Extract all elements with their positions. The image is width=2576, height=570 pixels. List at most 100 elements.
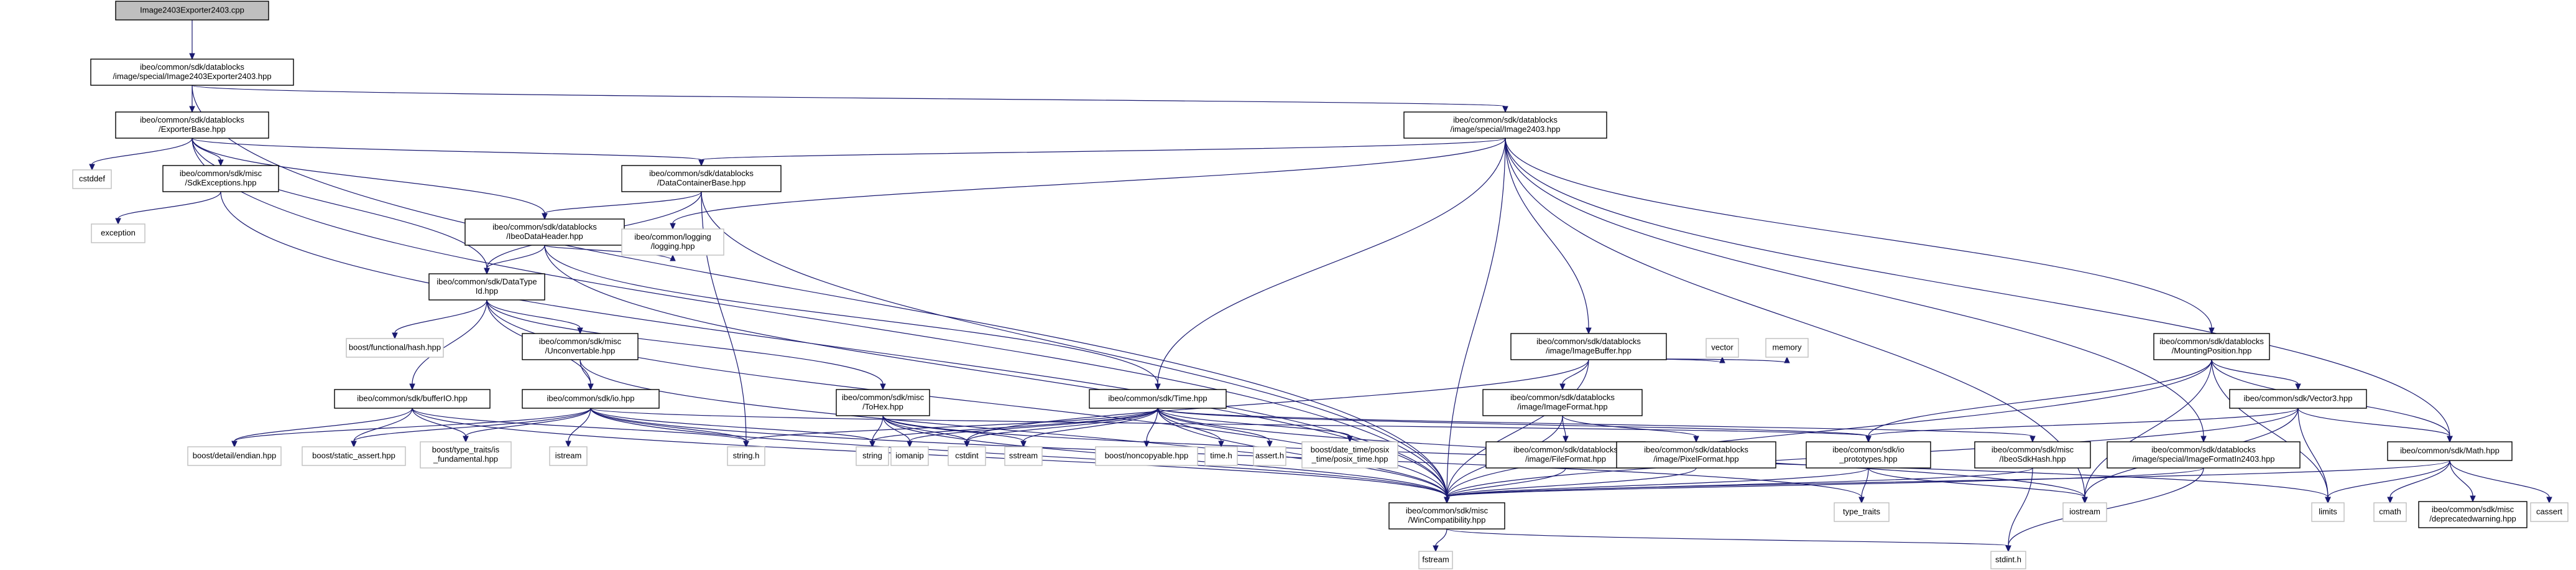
edge-line	[91, 138, 193, 165]
node-img2403[interactable]: ibeo/common/sdk/datablocks/image/special…	[1403, 111, 1607, 139]
edge-line	[1157, 408, 1350, 437]
edge-uncvt-to-sdkio	[579, 359, 594, 391]
node-label: ibeo/common/sdk/Vector3.hpp	[2244, 393, 2353, 403]
node-sdkexc[interactable]: ibeo/common/sdk/misc/SdkExceptions.hpp	[162, 165, 279, 192]
edge-arrowhead	[1433, 545, 1439, 553]
edge-line	[353, 408, 413, 442]
edge-img2403-to-dcbase	[698, 138, 1506, 167]
node-box	[1388, 502, 1505, 530]
node-box	[522, 333, 639, 360]
edge-arrowhead	[1586, 327, 1592, 335]
node-box	[1616, 441, 1776, 469]
edge-arrowhead	[670, 223, 676, 230]
node-label: iostream	[2069, 507, 2100, 516]
node-imgbuf[interactable]: ibeo/common/sdk/datablocks/image/ImageBu…	[1510, 333, 1667, 360]
edge-arrowhead	[2295, 383, 2301, 391]
edge-line	[192, 85, 1506, 107]
edge-mountpos-to-wincompat	[1444, 359, 2212, 504]
edge-line	[1505, 138, 2450, 437]
node-dcbase[interactable]: ibeo/common/sdk/datablocks/DataContainer…	[621, 165, 782, 192]
edge-line	[1446, 467, 1869, 498]
edge-line	[568, 408, 591, 442]
node-exp2403[interactable]: ibeo/common/sdk/datablocks/image/special…	[90, 58, 294, 86]
edge-line	[2297, 408, 2450, 437]
edge-arrowhead	[1559, 383, 1566, 391]
node-sdkhash[interactable]: ibeo/common/sdk/misc/IbeoSdkHash.hpp	[1974, 441, 2091, 469]
node-timehpp[interactable]: ibeo/common/sdk/Time.hpp	[1089, 389, 1227, 409]
node-noncopy: boost/noncopyable.hpp	[1095, 446, 1198, 466]
node-cstddef: cstddef	[72, 169, 112, 189]
node-box	[1706, 338, 1739, 358]
node-label: boost/noncopyable.hpp	[1105, 451, 1188, 460]
node-box	[1403, 111, 1607, 139]
node-expbase[interactable]: ibeo/common/sdk/datablocks/ExporterBase.…	[115, 111, 269, 139]
edge-timehpp-to-sstream	[1020, 408, 1158, 448]
node-label: /IbeoSdkHash.hpp	[2000, 454, 2066, 464]
node-box	[621, 165, 782, 192]
edge-line	[1868, 408, 2299, 437]
node-wincompat[interactable]: ibeo/common/sdk/misc/WinCompatibility.hp…	[1388, 502, 1505, 530]
node-tohex[interactable]: ibeo/common/sdk/misc/ToHex.hpp	[836, 389, 930, 416]
edge-arrowhead	[2029, 436, 2036, 443]
edge-line	[1505, 138, 2204, 437]
node-box	[1510, 333, 1667, 360]
edge-line	[590, 408, 1869, 437]
node-label: ibeo/common/sdk/io	[1832, 445, 1904, 454]
edge-line	[544, 245, 1158, 385]
edge-line	[1505, 138, 2212, 329]
node-box	[115, 1, 269, 21]
node-box	[1418, 551, 1453, 569]
node-bufio[interactable]: ibeo/common/sdk/bufferIO.hpp	[334, 389, 491, 409]
node-sdkio[interactable]: ibeo/common/sdk/io.hpp	[522, 389, 660, 409]
edge-arrowhead	[1865, 436, 1872, 443]
node-box	[2418, 501, 2528, 528]
node-box	[1974, 441, 2091, 469]
edge-line	[590, 408, 873, 442]
edge-line	[412, 408, 1447, 498]
edge-expbase-to-cstddef	[89, 138, 193, 171]
node-label: /DataContainerBase.hpp	[657, 178, 746, 187]
edge-arrowhead	[743, 441, 749, 448]
edge-arrowhead	[2470, 495, 2476, 503]
edge-timehpp-to-asserth	[1157, 408, 1273, 448]
edge-exp2403-to-img2403	[192, 85, 1508, 113]
node-imgfmt[interactable]: ibeo/common/sdk/datablocks/image/ImageFo…	[1482, 389, 1643, 416]
edge-line	[544, 245, 673, 261]
edge-ibeohdr-to-timehpp	[544, 245, 1161, 391]
edge-arrowhead	[484, 268, 490, 275]
edge-line	[1157, 408, 1222, 442]
node-typetraits: type_traits	[1834, 502, 1890, 522]
node-label: _fundamental.hpp	[433, 454, 498, 464]
edge-line	[192, 138, 702, 161]
node-label: ibeo/common/sdk/io.hpp	[547, 393, 635, 403]
edge-mountpos-to-ioproto	[1865, 359, 2212, 443]
node-mathhpp[interactable]: ibeo/common/sdk/Math.hpp	[2387, 441, 2513, 461]
node-label: ibeo/common/sdk/Math.hpp	[2400, 446, 2500, 455]
edge-line	[486, 299, 884, 385]
node-label: /deprecatedwarning.hpp	[2429, 514, 2516, 523]
edge-arrowhead	[89, 164, 95, 171]
node-box	[162, 165, 279, 192]
edge-arrowhead	[231, 441, 238, 448]
edge-arrowhead	[1143, 441, 1150, 448]
node-label: ibeo/common/sdk/bufferIO.hpp	[357, 393, 468, 403]
edge-line	[192, 85, 1447, 498]
node-label: exception	[101, 228, 136, 237]
edge-line	[1157, 138, 1506, 385]
node-label: ibeo/common/sdk/datablocks	[492, 222, 597, 231]
node-mountpos[interactable]: ibeo/common/sdk/datablocks/MountingPosit…	[2153, 333, 2270, 360]
node-vec3[interactable]: ibeo/common/sdk/Vector3.hpp	[2229, 389, 2367, 409]
edge-dcbase-to-ibeohdr	[542, 191, 702, 220]
node-label: /IbeoDataHeader.hpp	[506, 231, 583, 241]
node-timeh: time.h	[1204, 446, 1238, 466]
node-ioproto[interactable]: ibeo/common/sdk/io_prototypes.hpp	[1806, 441, 1931, 469]
node-imgfmtin[interactable]: ibeo/common/sdk/datablocks/image/special…	[2107, 441, 2301, 469]
node-uncvt[interactable]: ibeo/common/sdk/misc/Unconvertable.hpp	[522, 333, 639, 360]
node-pixfmt[interactable]: ibeo/common/sdk/datablocks/image/PixelFo…	[1616, 441, 1776, 469]
node-deprec[interactable]: ibeo/common/sdk/misc/deprecatedwarning.h…	[2418, 501, 2528, 528]
node-cstdint: cstdint	[948, 446, 986, 466]
edge-sdkexc-to-exception	[115, 191, 221, 225]
node-label: _time/posix_time.hpp	[1311, 454, 1388, 464]
node-ibeohdr[interactable]: ibeo/common/sdk/datablocks/IbeoDataHeade…	[464, 218, 625, 246]
